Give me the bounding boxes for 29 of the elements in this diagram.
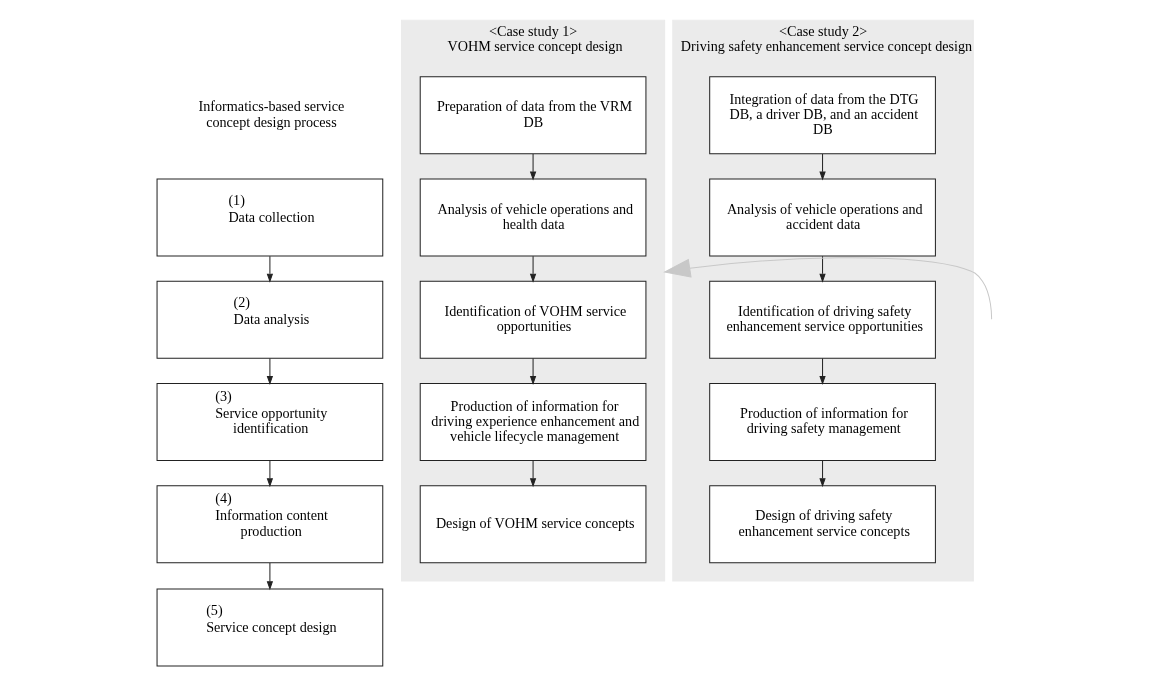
arrow	[266, 357, 274, 386]
node-box: Production of information for driving experience enhancement and vehicle lifecycle management	[419, 383, 647, 461]
node-box: Integration of data from the DTG DB, a driver DB, and an accident DB	[709, 76, 936, 155]
node-box: Analysis of vehicle operations and health data	[419, 178, 647, 257]
node-box: (3) Service opportunity identification	[156, 383, 384, 461]
arrow	[529, 460, 537, 488]
node-box: (1) Data collection	[156, 178, 384, 257]
node-box: (5) Service concept design	[156, 588, 384, 667]
node-box: Identification of VOHM service opportunities	[419, 280, 647, 359]
arrow	[819, 460, 826, 488]
arrow	[266, 460, 274, 488]
arrow	[819, 153, 826, 181]
node-box: (2) Data analysis	[156, 280, 384, 359]
node-box: Preparation of data from the VRM DB	[419, 76, 647, 155]
label: Informatics-based service concept design process	[198, 98, 345, 130]
arrow	[819, 255, 826, 283]
node-box: Design of driving safety enhancement service concepts	[709, 485, 936, 564]
node-box: Identification of driving safety enhancement service opportunities	[709, 280, 936, 359]
node-box: Production of information for driving safety management	[709, 383, 936, 461]
arrow	[529, 153, 537, 181]
node-box: (4) Information content production	[156, 485, 384, 564]
node-box: Analysis of vehicle operations and accident data	[709, 178, 936, 257]
node-box: Design of VOHM service concepts	[419, 485, 647, 564]
arrow	[266, 255, 274, 283]
arrow	[529, 357, 537, 386]
arrow	[529, 255, 537, 283]
arrow	[663, 257, 993, 320]
arrow	[819, 357, 826, 386]
arrow	[266, 562, 274, 591]
